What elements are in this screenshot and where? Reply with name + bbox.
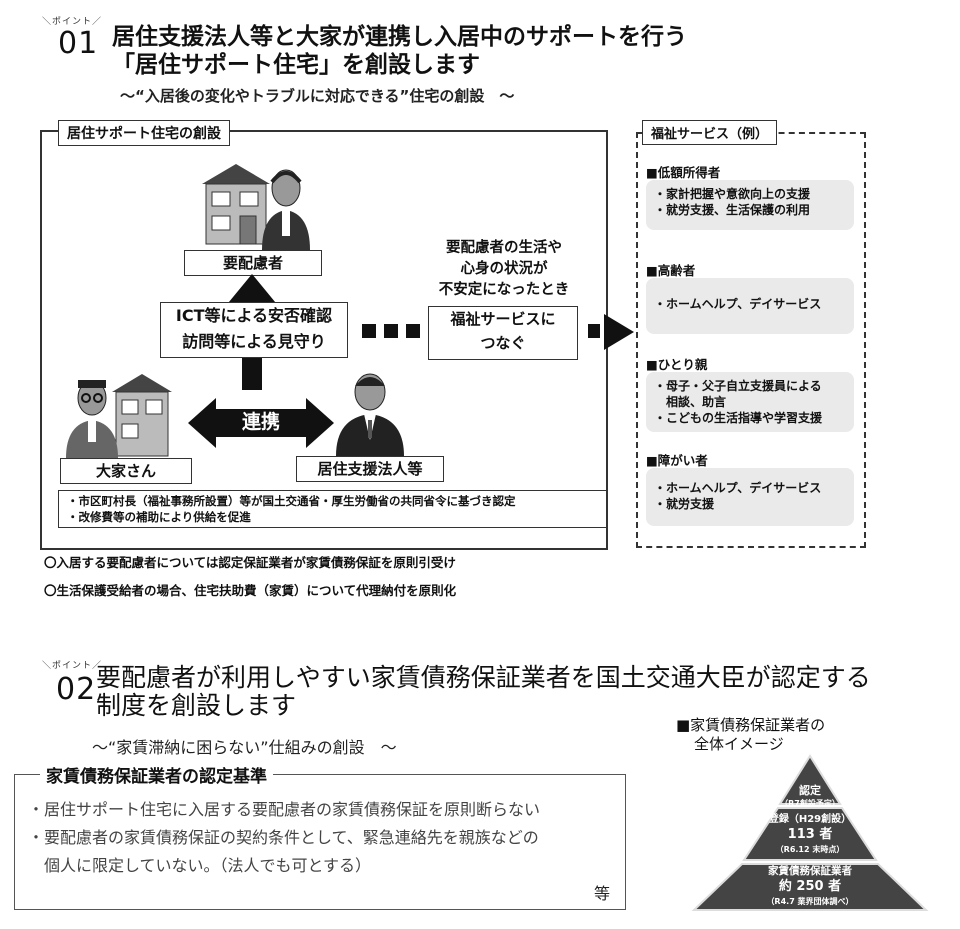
pyramid-bottom-label: 家賃債務保証業者 xyxy=(768,865,852,877)
welfare-line: ・こどもの生活指導や学習支援 xyxy=(654,411,823,425)
bullet-guarantee: 〇入居する要配慮者については認定保証業者が家賃債務保証を原則引受け xyxy=(44,555,456,570)
section2-subtitle: ～“家賃滞納に困らない”仕組みの創設 ～ xyxy=(92,738,397,757)
point-label: ＼ポイント／ xyxy=(42,661,103,671)
welfare-title: 福祉サービス（例） xyxy=(642,120,778,145)
guarantor-pyramid xyxy=(691,754,929,911)
welfare-line: ・ホームヘルプ、デイサービス xyxy=(654,481,822,495)
welfare-head-single-parent: ■ひとり親 xyxy=(646,357,708,372)
pyramid-top-sub: （R7創設予定） xyxy=(780,799,840,808)
welfare-line: ・就労支援 xyxy=(654,497,715,511)
welfare-head-disability: ■障がい者 xyxy=(646,453,708,468)
connect-welfare-box: 福祉サービスに つなぐ xyxy=(428,306,578,360)
dash-square xyxy=(362,324,376,338)
point-number: 01 xyxy=(58,26,99,61)
dash-square xyxy=(384,324,398,338)
criteria-title: 家賃債務保証業者の認定基準 xyxy=(40,762,273,787)
pyramid-top-label: 認定 xyxy=(799,784,821,797)
arrow-right-icon xyxy=(604,314,634,350)
dash-square xyxy=(588,324,600,338)
criteria-line3: 個人に限定していない。（法人でも可とする） xyxy=(28,856,372,875)
tenant-house-illustration xyxy=(202,164,310,250)
connect-line1: 福祉サービスに xyxy=(450,310,556,328)
section2-title-line1: 要配慮者が利用しやすい家賃債務保証業者を国土交通大臣が認定する xyxy=(96,663,871,692)
pyramid-title-line2: 全体イメージ xyxy=(694,735,784,753)
bullet-proxy-payment: 〇生活保護受給者の場合、住宅扶助費（家賃）について代理納付を原則化 xyxy=(44,583,457,598)
support-person-illustration xyxy=(336,373,404,456)
note-line2: ・改修費等の補助により供給を促進 xyxy=(67,510,251,524)
pyramid-mid-count: 113 者 xyxy=(787,827,833,842)
pyramid-bottom-text: 家賃債務保証業者 約 250 者 （R4.7 業界団体調べ） xyxy=(730,864,890,909)
welfare-line: ・母子・父子自立支援員による xyxy=(654,379,822,393)
pyramid-mid-sub: （R6.12 末時点） xyxy=(775,845,845,854)
pyramid-mid-text: 登録（H29創設） 113 者 （R6.12 末時点） xyxy=(748,812,872,857)
frame-title: 居住サポート住宅の創設 xyxy=(58,120,230,146)
welfare-item-disability: ・ホームヘルプ、デイサービス ・就労支援 xyxy=(646,468,854,526)
landlord-person-icon xyxy=(66,380,118,458)
cooperation-double-arrow-icon xyxy=(188,398,334,448)
pyramid-bottom-count: 約 250 者 xyxy=(778,879,842,894)
welfare-item-low-income: ・家計把握や意欲向上の支援 ・就労支援、生活保護の利用 xyxy=(646,180,854,230)
elderly-person-icon xyxy=(262,169,310,250)
watch-over-box: ICT等による安否確認 訪問等による見守り xyxy=(160,302,348,358)
welfare-item-elderly: ・ホームヘルプ、デイサービス xyxy=(646,278,854,334)
certification-note: ・市区町村長（福祉事務所設置）等が国土交通省・厚生労働省の共同省令に基づき認定 … xyxy=(58,490,608,528)
house-icon xyxy=(112,374,172,457)
pyramid-mid-label: 登録（H29創設） xyxy=(768,814,852,825)
label-landlord: 大家さん xyxy=(60,458,192,484)
welfare-line: 相談、助言 xyxy=(654,395,727,409)
criteria-box xyxy=(14,774,626,910)
watch-line1: ICT等による安否確認 xyxy=(175,306,333,325)
welfare-line: ・家計把握や意欲向上の支援 xyxy=(654,187,811,201)
section1-title-line1: 居住支援法人等と大家が連携し入居中のサポートを行う xyxy=(112,24,687,50)
unstable-line1: 要配慮者の生活や xyxy=(446,240,562,256)
section1-title-line2: 「居住サポート住宅」を創設します xyxy=(112,52,480,78)
label-support-org: 居住支援法人等 xyxy=(296,456,444,482)
note-line1: ・市区町村長（福祉事務所設置）等が国土交通省・厚生労働省の共同省令に基づき認定 xyxy=(67,494,516,508)
pyramid-tier-mid xyxy=(742,807,878,861)
pyramid-top-text: 認定 （R7創設予定） xyxy=(770,784,850,810)
landlord-illustration xyxy=(66,374,172,458)
welfare-item-single-parent: ・母子・父子自立支援員による 相談、助言 ・こどもの生活指導や学習支援 xyxy=(646,372,854,432)
label-tenant: 要配慮者 xyxy=(184,250,322,276)
pyramid-title: ■家賃債務保証業者の 全体イメージ xyxy=(676,716,825,754)
criteria-line2: ・要配慮者の家賃債務保証の契約条件として、緊急連絡先を親族などの xyxy=(28,828,539,847)
section2-title-line2: 制度を創設します xyxy=(96,691,297,720)
criteria-etc: 等 xyxy=(594,884,611,903)
point-number: 02 xyxy=(56,672,97,707)
unstable-line2: 心身の状況が xyxy=(460,261,548,277)
welfare-line: ・ホームヘルプ、デイサービス xyxy=(654,297,822,311)
welfare-line: ・就労支援、生活保護の利用 xyxy=(654,203,811,217)
unstable-text: 要配慮者の生活や 心身の状況が 不安定になったとき xyxy=(424,238,584,301)
welfare-head-low-income: ■低額所得者 xyxy=(646,165,721,180)
dash-square xyxy=(406,324,420,338)
unstable-line3: 不安定になったとき xyxy=(438,282,570,298)
point-label: ＼ポイント／ xyxy=(42,17,103,27)
pyramid-bottom-sub: （R4.7 業界団体調べ） xyxy=(766,897,854,906)
businessman-icon xyxy=(336,373,404,456)
pyramid-tier-top xyxy=(778,754,842,805)
connect-line2: つなぐ xyxy=(480,334,526,352)
criteria-line1: ・居住サポート住宅に入居する要配慮者の家賃債務保証を原則断らない xyxy=(28,800,541,819)
welfare-head-elderly: ■高齢者 xyxy=(646,263,696,278)
watch-line2: 訪問等による見守り xyxy=(182,332,326,351)
cooperation-label: 連携 xyxy=(241,411,280,433)
pyramid-title-line1: ■家賃債務保証業者の xyxy=(676,716,826,734)
pyramid-tier-bottom xyxy=(691,863,929,911)
section1-subtitle: ～“入居後の変化やトラブルに対応できる”住宅の創設 ～ xyxy=(120,87,515,105)
house-icon xyxy=(202,164,270,245)
